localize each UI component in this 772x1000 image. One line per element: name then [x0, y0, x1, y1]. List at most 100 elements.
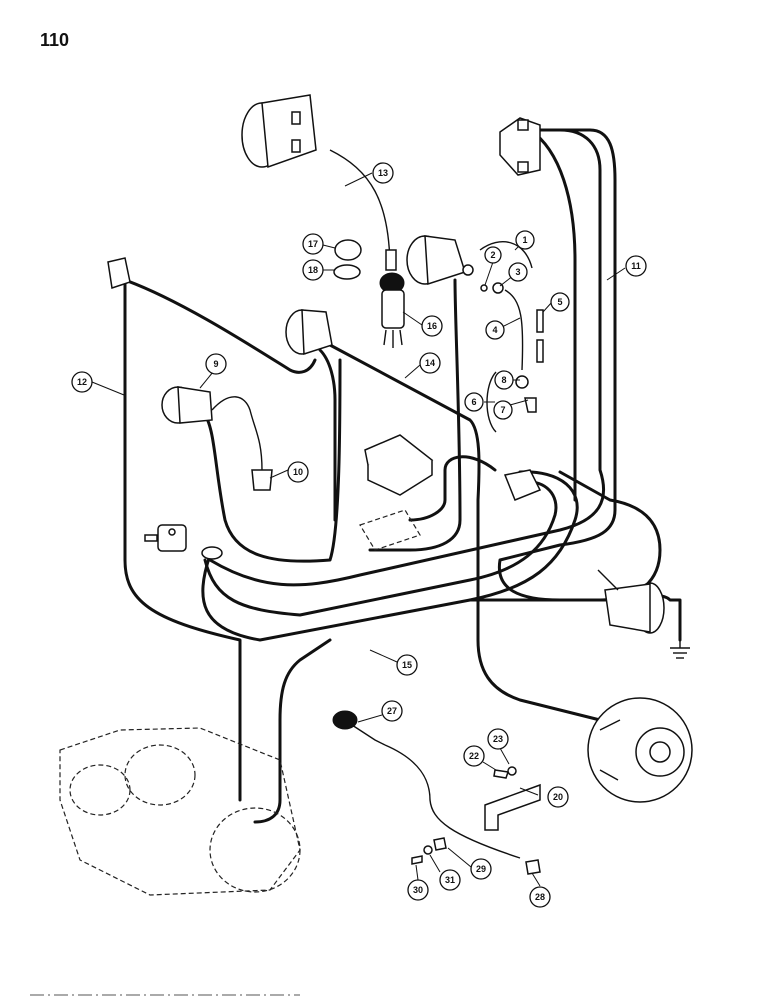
svg-text:30: 30: [413, 885, 423, 895]
part-23-washer: [507, 766, 517, 776]
svg-text:27: 27: [387, 706, 397, 716]
callout-3: 3: [508, 262, 528, 282]
callout-17: 17: [302, 233, 324, 255]
part-4-tube: [504, 289, 524, 371]
page-number: 110: [40, 30, 70, 50]
part-5-sleeve-b: [536, 339, 544, 363]
harness-14-alternator-lead: [328, 343, 602, 722]
part-7-elbow: [524, 397, 537, 413]
part-20-bracket: [484, 783, 541, 831]
part-14-gauge: [285, 309, 333, 356]
left-terminal: [107, 257, 131, 289]
leader-lines: [91, 172, 626, 887]
svg-text:29: 29: [476, 864, 486, 874]
part-8-nut: [515, 375, 529, 389]
gauge-unit: [406, 235, 474, 286]
svg-text:18: 18: [308, 265, 318, 275]
harness-15-regulator-lead: [408, 455, 497, 522]
throttle-cable: [384, 744, 521, 859]
callout-9: 9: [205, 353, 227, 375]
callout-11: 11: [625, 255, 647, 277]
part-27-throttle-knob: [332, 710, 386, 746]
svg-text:6: 6: [471, 397, 476, 407]
callout-18: 18: [302, 259, 324, 281]
svg-text:13: 13: [378, 168, 388, 178]
callout-23: 23: [487, 728, 509, 750]
callout-15: 15: [396, 654, 418, 676]
callout-7: 7: [493, 400, 513, 420]
ground-symbol: [670, 640, 690, 659]
svg-text:31: 31: [445, 875, 455, 885]
callout-6: 6: [464, 392, 484, 412]
svg-text:15: 15: [402, 660, 412, 670]
callout-20: 20: [547, 786, 569, 808]
harness-15-down-branch: [253, 638, 332, 824]
svg-text:23: 23: [493, 734, 503, 744]
callout-2: 2: [484, 246, 502, 264]
harness-15-inner: [203, 480, 558, 617]
voltage-regulator: [364, 434, 434, 496]
callout-31: 31: [439, 869, 461, 891]
callout-12: 12: [71, 371, 93, 393]
svg-text:22: 22: [469, 751, 479, 761]
harness-grommet: [201, 546, 223, 560]
part-9-sender: [161, 386, 213, 424]
ignition-switch: [144, 524, 187, 552]
callout-27: 27: [381, 700, 403, 722]
harness-15-long-run: [208, 128, 606, 587]
callout-14: 14: [419, 352, 441, 374]
part-5-sleeve: [536, 309, 544, 333]
callout-1: 1: [515, 230, 535, 250]
part-2-fitting: [480, 284, 488, 292]
callout-10: 10: [287, 461, 309, 483]
svg-text:1: 1: [522, 235, 527, 245]
svg-text:17: 17: [308, 239, 318, 249]
circuit-breaker: [503, 469, 542, 501]
svg-text:4: 4: [492, 325, 497, 335]
part-29-clamp: [433, 837, 447, 851]
svg-text:3: 3: [515, 267, 520, 277]
callout-13: 13: [372, 162, 394, 184]
harness-gauge-lead: [368, 278, 462, 552]
svg-text:12: 12: [77, 377, 87, 387]
part-22-screw: [493, 769, 509, 779]
part-10-fitting: [251, 469, 273, 491]
svg-text:28: 28: [535, 892, 545, 902]
callout-5: 5: [550, 292, 570, 312]
svg-text:2: 2: [490, 250, 495, 260]
part-1-wire: [479, 241, 533, 269]
svg-text:14: 14: [425, 358, 435, 368]
harness-12-top-lead: [123, 278, 317, 374]
svg-text:16: 16: [427, 321, 437, 331]
cable-13-connector: [385, 249, 397, 271]
top-right-connector: [499, 117, 541, 176]
callout-28: 28: [529, 886, 551, 908]
part-18-ring: [333, 264, 361, 280]
harness-15-outer: [201, 470, 579, 642]
svg-text:11: 11: [631, 261, 641, 271]
callout-22: 22: [463, 745, 485, 767]
callout-8: 8: [494, 370, 514, 390]
callout-16: 16: [421, 315, 443, 337]
part-28-clip: [525, 859, 541, 875]
right-switch: [597, 569, 665, 634]
harness-14-mid-lead: [318, 348, 337, 522]
harness-12-left-run: [123, 278, 242, 802]
part-17-cap: [334, 239, 362, 261]
alternator: [587, 697, 693, 803]
svg-text:9: 9: [213, 359, 218, 369]
svg-text:5: 5: [557, 297, 562, 307]
svg-text:10: 10: [293, 467, 303, 477]
ignition-coil: [241, 94, 317, 169]
part-16-distributor: [379, 272, 405, 348]
part-30-screw: [411, 855, 423, 865]
part-31-washer: [423, 845, 433, 855]
callout-29: 29: [470, 858, 492, 880]
callout-4: 4: [485, 320, 505, 340]
harness-15-right-run: [468, 470, 662, 602]
part-9-cable: [211, 396, 263, 471]
starter-motor: [59, 727, 301, 896]
svg-text:20: 20: [553, 792, 563, 802]
svg-text:8: 8: [501, 375, 506, 385]
